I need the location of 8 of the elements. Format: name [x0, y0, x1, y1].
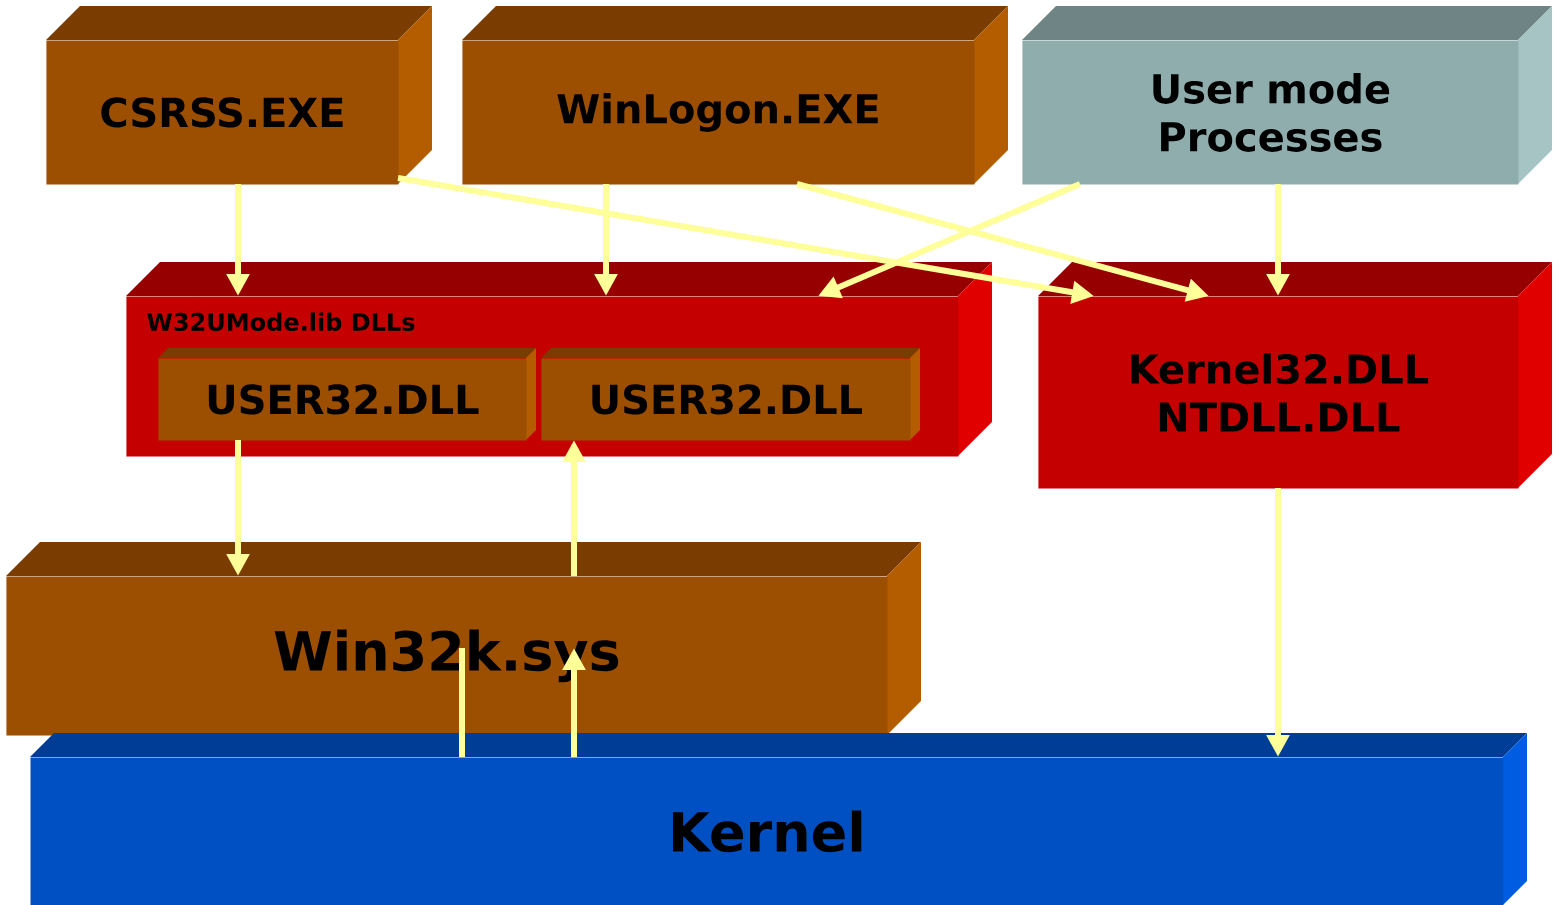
block: Kernel [30, 733, 1527, 905]
block: Win32k.sys [6, 542, 921, 736]
block: USER32.DLL [541, 348, 920, 441]
block: Kernel32.DLL NTDLL.DLL [1038, 262, 1552, 489]
block: User mode Processes [1022, 6, 1552, 185]
block: CSRSS.EXE [46, 6, 432, 185]
block: WinLogon.EXE [462, 6, 1008, 185]
block: USER32.DLL [158, 348, 536, 441]
